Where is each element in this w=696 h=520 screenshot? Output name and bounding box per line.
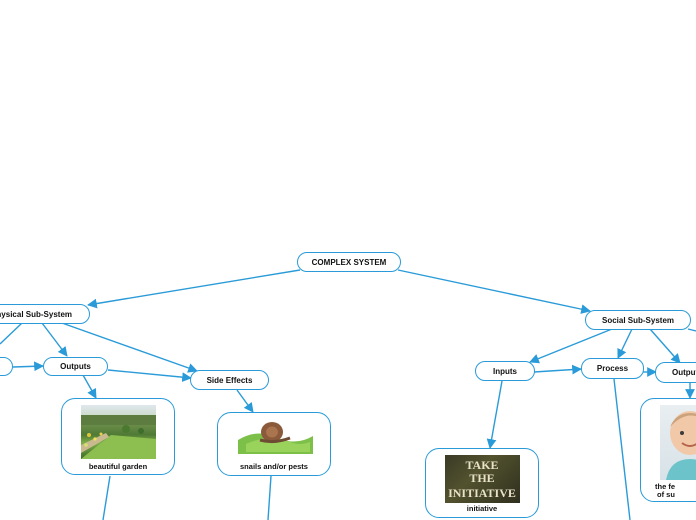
sign-line-1: TAKE — [465, 458, 498, 472]
edge-garden-down — [102, 475, 111, 520]
edge-social-process — [617, 328, 633, 359]
card-caption: initiative — [466, 504, 498, 513]
snail-photo-icon — [238, 418, 313, 454]
take-the-initiative-sign-icon: TAKE THE INITIATIVE — [445, 455, 520, 503]
node-social-sub-system[interactable]: Social Sub-System — [585, 310, 691, 330]
child-photo-icon — [660, 405, 696, 480]
card-beautiful-garden[interactable]: beautiful garden — [61, 398, 175, 475]
edge-inputs-initiative — [486, 380, 503, 449]
card-caption-line-1: the fe — [655, 482, 676, 491]
card-caption: snails and/or pests — [240, 462, 308, 471]
sign-line-2: THE — [469, 471, 494, 485]
node-social-inputs[interactable]: Inputs — [475, 361, 535, 381]
card-snails-pests[interactable]: snails and/or pests — [217, 412, 331, 476]
node-social-process[interactable]: Process — [581, 358, 644, 379]
edge-root-physical — [87, 269, 301, 309]
edge-root-social — [397, 269, 591, 314]
edge-snails-down — [267, 475, 272, 520]
garden-photo-icon — [81, 405, 156, 459]
edge-outputs-garden — [82, 374, 97, 399]
node-physical-sub-system[interactable]: Physical Sub-System — [0, 304, 90, 324]
edge-process-down — [613, 378, 631, 520]
edge-social-outputs — [649, 328, 681, 364]
node-physical-side-effects[interactable]: Side Effects — [190, 370, 269, 390]
edge-social-extra — [687, 328, 696, 332]
edge-outputs-side-effects — [107, 369, 192, 383]
node-physical-outputs[interactable]: Outputs — [43, 357, 108, 376]
edge-physical-outputs — [41, 322, 68, 357]
sign-line-3: INITIATIVE — [448, 486, 516, 500]
edge-physical-side-effects — [61, 322, 198, 373]
edge-social-inputs — [529, 328, 613, 364]
card-success[interactable]: the fe of su — [640, 398, 696, 502]
card-caption-line-2: of su — [657, 490, 675, 499]
node-complex-system[interactable]: COMPLEX SYSTEM — [297, 252, 401, 272]
node-physical-inputs[interactable] — [0, 357, 13, 376]
card-initiative[interactable]: TAKE THE INITIATIVE initiative — [425, 448, 539, 518]
card-caption: beautiful garden — [88, 462, 148, 471]
node-social-outputs[interactable]: Outputs — [655, 362, 696, 383]
edge-physical-inputs — [0, 322, 23, 345]
edge-inputs-outputs — [12, 361, 44, 372]
edge-inputs-process — [533, 364, 582, 375]
edge-side-effects-snails — [236, 389, 254, 413]
